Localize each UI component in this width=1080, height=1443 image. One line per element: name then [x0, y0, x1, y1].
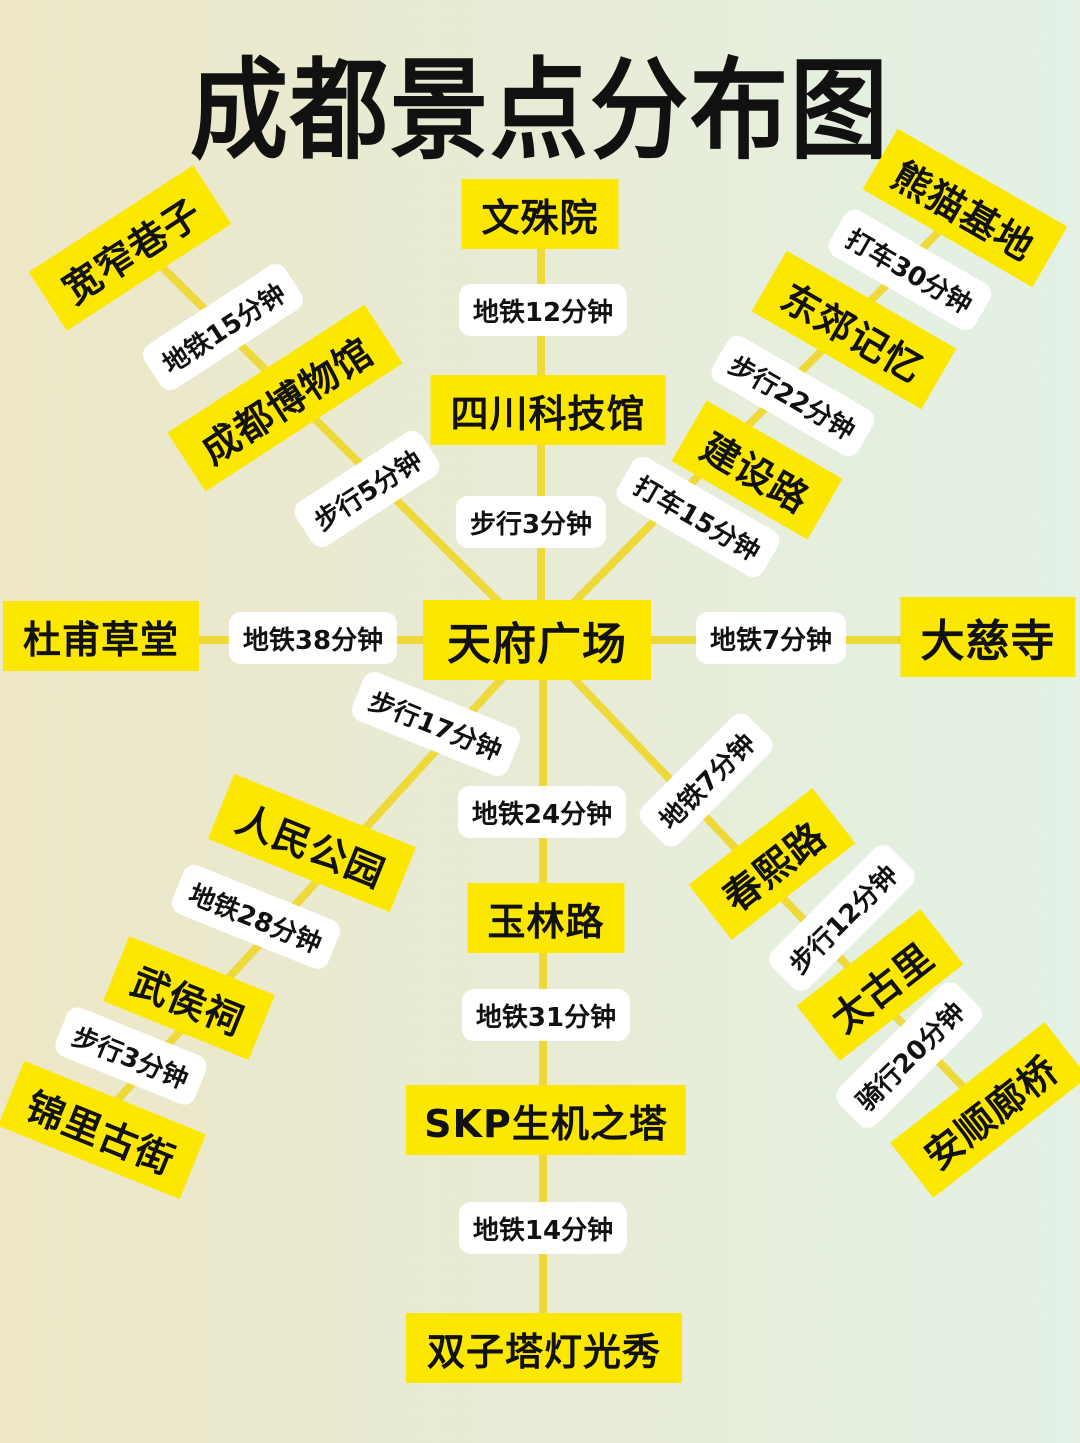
edge-label: 地铁31分钟 — [461, 989, 631, 1041]
edge-label: 地铁7分钟 — [695, 612, 847, 664]
node-daci-temple[interactable]: 大慈寺 — [900, 597, 1076, 677]
edge-label: 步行3分钟 — [455, 496, 607, 548]
node-wenshu-monastery[interactable]: 文殊院 — [461, 179, 619, 249]
edge-label: 地铁14分钟 — [458, 1202, 628, 1254]
node-twin-towers-light-show[interactable]: 双子塔灯光秀 — [406, 1313, 682, 1383]
node-skp-tower[interactable]: SKP生机之塔 — [406, 1085, 686, 1155]
node-tianfu-square[interactable]: 天府广场 — [423, 600, 651, 680]
line-northwest — [131, 236, 541, 644]
page-title: 成都景点分布图 — [189, 46, 890, 176]
edge-label: 地铁24分钟 — [457, 786, 627, 838]
edge-label: 地铁12分钟 — [458, 284, 628, 336]
edge-label: 地铁38分钟 — [228, 612, 398, 664]
node-sichuan-science-museum[interactable]: 四川科技馆 — [430, 375, 666, 445]
node-yulin-road[interactable]: 玉林路 — [467, 883, 625, 953]
node-du-fu-thatched-cottage[interactable]: 杜甫草堂 — [2, 601, 200, 671]
